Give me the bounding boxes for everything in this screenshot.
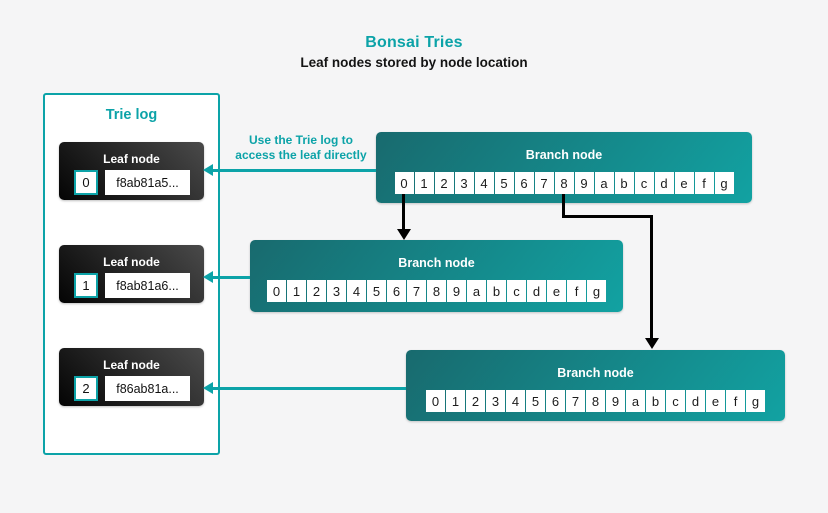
- branch-cell: 1: [414, 172, 434, 194]
- branch-cell: 4: [474, 172, 494, 194]
- branch-cell: e: [547, 280, 566, 302]
- branch-cell: b: [614, 172, 634, 194]
- branch-cell: f: [726, 390, 745, 412]
- leaf-node-1: Leaf node 1 f8ab81a6...: [59, 245, 204, 303]
- branch-cell: 9: [447, 280, 466, 302]
- leaf-hash-box: f86ab81a...: [105, 376, 190, 401]
- branch-cell: a: [467, 280, 486, 302]
- leaf-node-label: Leaf node: [103, 152, 160, 166]
- branch-cell: b: [487, 280, 506, 302]
- branch-cell: g: [714, 172, 734, 194]
- branch-node-label: Branch node: [525, 148, 603, 162]
- branch-cell: 2: [307, 280, 326, 302]
- arrow-branch2-to-leaf2-line: [212, 387, 406, 390]
- branch-cell: e: [706, 390, 725, 412]
- branch-cell: 4: [506, 390, 525, 412]
- branch-cell: 0: [394, 172, 414, 194]
- branch-cell: 9: [606, 390, 625, 412]
- branch-node-label: Branch node: [398, 256, 475, 270]
- branch-cell: 8: [427, 280, 446, 302]
- branch-cell: 7: [534, 172, 554, 194]
- leaf-hash-box: f8ab81a5...: [105, 170, 190, 195]
- branch-cell: 7: [566, 390, 585, 412]
- branch-cell: f: [694, 172, 714, 194]
- diagram-title: Bonsai Tries: [365, 34, 463, 51]
- branch-cell: 7: [407, 280, 426, 302]
- arrow-cell8-to-branch2-segment-1: [562, 194, 565, 218]
- arrow-down-head-icon: [397, 229, 411, 240]
- branch-cell: f: [567, 280, 586, 302]
- branch-cell: 4: [347, 280, 366, 302]
- branch-cell: 2: [434, 172, 454, 194]
- arrow-left-head-icon: [203, 271, 213, 283]
- branch-cell: 3: [454, 172, 474, 194]
- title-block: Bonsai Tries Leaf nodes stored by node l…: [0, 34, 828, 70]
- branch-cell: 5: [526, 390, 545, 412]
- leaf-node-2: Leaf node 2 f86ab81a...: [59, 348, 204, 406]
- branch-cell: d: [527, 280, 546, 302]
- branch-cell: 3: [486, 390, 505, 412]
- branch-cell: c: [507, 280, 526, 302]
- branch-cell: 0: [426, 390, 445, 412]
- trie-log-title: Trie log: [105, 107, 158, 123]
- leaf-index-box: 1: [74, 273, 98, 298]
- branch-cell: 2: [466, 390, 485, 412]
- annotation-line-1: Use the Trie log to: [248, 133, 353, 147]
- branch-cell: 6: [514, 172, 534, 194]
- branch-cell: g: [746, 390, 765, 412]
- branch-cell: b: [646, 390, 665, 412]
- branch-cell: a: [594, 172, 614, 194]
- branch-cell: 3: [327, 280, 346, 302]
- arrow-down-head-icon: [645, 338, 659, 349]
- branch-cell: c: [666, 390, 685, 412]
- branch-cell: 8: [554, 172, 574, 194]
- arrow-left-head-icon: [203, 382, 213, 394]
- branch-cell: d: [686, 390, 705, 412]
- arrow-branch1-to-leaf1-line: [212, 276, 250, 279]
- annotation-line-2: access the leaf directly: [235, 148, 367, 162]
- leaf-hash-box: f8ab81a6...: [105, 273, 190, 298]
- trie-log-annotation: Use the Trie log to access the leaf dire…: [222, 133, 380, 163]
- branch-cell: 8: [586, 390, 605, 412]
- branch-node-label: Branch node: [557, 366, 634, 380]
- arrow-cell8-to-branch2-segment-3: [650, 215, 653, 339]
- arrow-branch0-to-leaf0-line: [212, 169, 376, 172]
- branch-cell: 6: [387, 280, 406, 302]
- arrow-cell8-to-branch2-segment-2: [562, 215, 653, 218]
- branch-cell: 5: [367, 280, 386, 302]
- leaf-index-box: 2: [74, 376, 98, 401]
- branch-cell: a: [626, 390, 645, 412]
- diagram-subtitle: Leaf nodes stored by node location: [300, 55, 528, 70]
- branch-cell: 5: [494, 172, 514, 194]
- leaf-node-0: Leaf node 0 f8ab81a5...: [59, 142, 204, 200]
- branch-cell: c: [634, 172, 654, 194]
- branch-cell: 1: [287, 280, 306, 302]
- leaf-node-label: Leaf node: [103, 358, 160, 372]
- leaf-index-box: 0: [74, 170, 98, 195]
- branch-cell: g: [587, 280, 606, 302]
- branch-cell: 6: [546, 390, 565, 412]
- branch-cell: e: [674, 172, 694, 194]
- branch-cell: 1: [446, 390, 465, 412]
- arrow-left-head-icon: [203, 164, 213, 176]
- branch-cell: 9: [574, 172, 594, 194]
- branch-cell: 0: [267, 280, 286, 302]
- arrow-cell0-to-branch1-line: [402, 194, 405, 230]
- leaf-node-label: Leaf node: [103, 255, 160, 269]
- branch-cell: d: [654, 172, 674, 194]
